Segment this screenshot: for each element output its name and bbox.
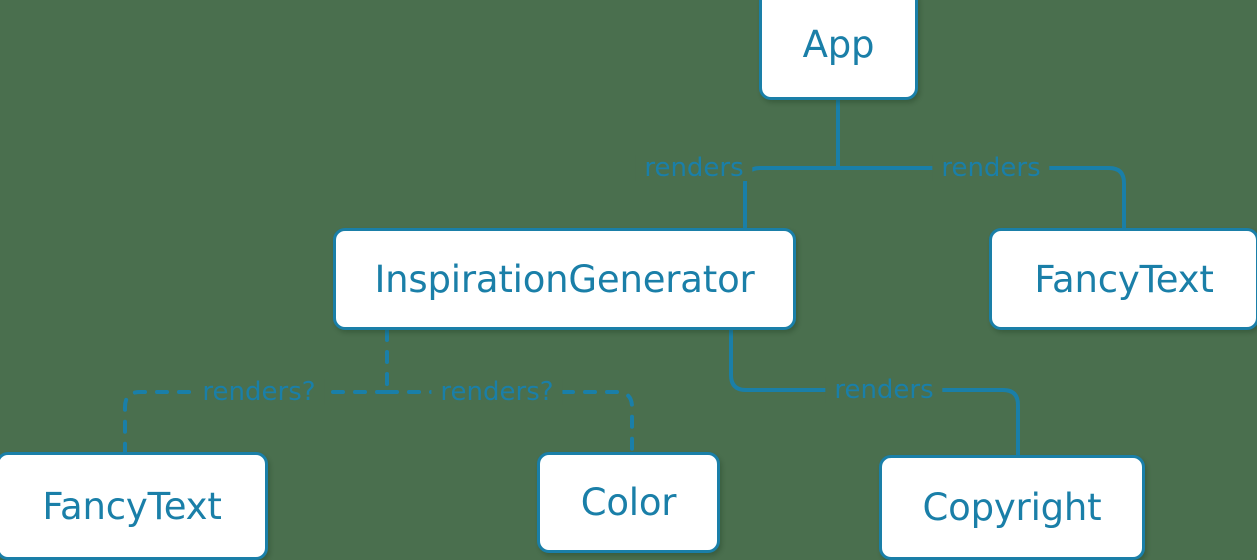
node-app[interactable]: App (759, 0, 918, 100)
edge-app-to-fancytext (836, 166, 1126, 230)
edge-label-app-to-inspirationgenerator: renders (635, 155, 753, 181)
edge-label-inspirationgenerator-to-copyright: renders (825, 377, 943, 403)
edge-inspirationgenerator-to-color (385, 390, 634, 454)
edge-label-inspirationgenerator-to-color: renders? (431, 379, 563, 405)
node-copyright-label: Copyright (922, 486, 1102, 529)
node-color[interactable]: Color (537, 452, 720, 553)
edge-label-app-to-fancytext: renders (932, 155, 1050, 181)
node-fancytext-bottom[interactable]: FancyText (0, 452, 268, 560)
node-inspirationgenerator[interactable]: InspirationGenerator (333, 228, 796, 330)
node-color-label: Color (580, 481, 677, 524)
edge-inspirationgenerator-to-fancytext (123, 390, 389, 454)
edge-label-inspirationgenerator-to-fancytext: renders? (193, 379, 325, 405)
node-fancytext-bottom-label: FancyText (42, 484, 222, 528)
node-copyright[interactable]: Copyright (879, 455, 1145, 560)
edge-app-to-inspirationgenerator (743, 166, 840, 230)
node-app-label: App (802, 22, 875, 66)
node-inspirationgenerator-label: InspirationGenerator (374, 257, 755, 301)
node-fancytext-top[interactable]: FancyText (989, 228, 1257, 330)
node-fancytext-top-label: FancyText (1034, 257, 1214, 301)
